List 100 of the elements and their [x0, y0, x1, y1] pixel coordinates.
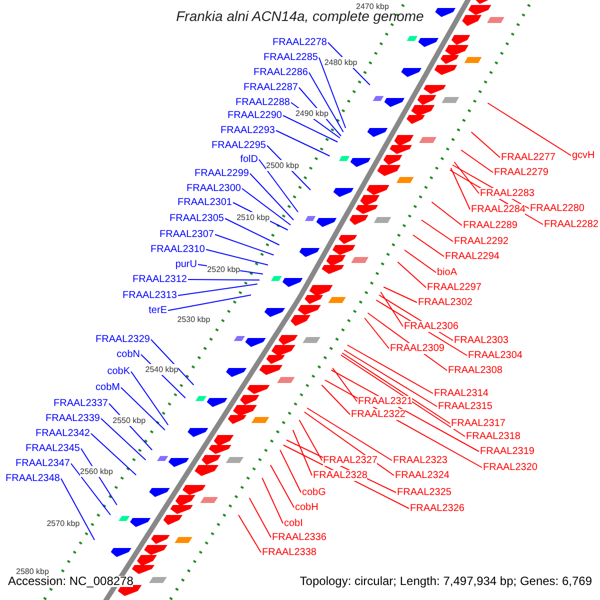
leader-line: [238, 514, 262, 553]
leader-line: [421, 220, 454, 242]
gene-label: FRAAL2324: [395, 470, 450, 481]
leader-line: [206, 249, 268, 266]
leader-line: [282, 115, 338, 142]
gene-label: FRAAL2310: [150, 244, 205, 255]
gene-label: FRAAL2279: [494, 167, 548, 178]
leader-line: [178, 284, 258, 296]
gene-label: FRAAL2305: [170, 213, 224, 224]
gene-label: FRAAL2314: [434, 388, 488, 399]
leader-line: [150, 339, 194, 386]
leader-line: [470, 132, 500, 158]
gene-label: FRAAL2336: [272, 532, 326, 543]
leader-line: [340, 354, 466, 437]
scale-label: 2480 kbp: [324, 57, 358, 68]
gene-label: FRAAL2320: [483, 462, 538, 473]
leader-line: [318, 57, 346, 128]
gene-label: cobI: [284, 518, 303, 529]
gene-label: FRAAL2313: [122, 290, 177, 301]
scale-label: 2540 kbp: [145, 364, 178, 375]
scale-label: 2490 kbp: [295, 108, 328, 119]
gene-label: purU: [175, 259, 197, 270]
scale-label: 2500 kbp: [266, 160, 299, 171]
gene-label: FRAAL2348: [6, 473, 60, 484]
leader-line: [60, 478, 95, 540]
gene-label: FRAAL2277: [501, 152, 556, 163]
scale-label: 2580 kbp: [16, 566, 49, 577]
gene-label: FRAAL2347: [16, 458, 70, 469]
gene-label: cobM: [96, 382, 120, 393]
leader-line: [487, 102, 572, 156]
leader-line: [460, 150, 494, 173]
gene-label: folD: [240, 154, 258, 165]
leader-line: [248, 498, 272, 538]
leader-line: [280, 450, 302, 493]
gene-label: FRAAL2288: [236, 97, 290, 108]
gene-label: cobH: [295, 502, 318, 513]
gene-label: FRAAL2339: [46, 413, 100, 424]
leader-line: [304, 412, 394, 476]
leader-line: [346, 344, 434, 394]
leader-line: [258, 159, 298, 212]
gene-label: bioA: [437, 267, 458, 278]
scale-label: 2470 kbp: [356, 1, 389, 12]
gene-label: FRAAL2337: [54, 398, 108, 409]
gene-label: FRAAL2295: [212, 140, 266, 151]
accession-note: Accession: NC_008278: [8, 576, 134, 587]
leader-line: [404, 250, 436, 273]
scale-label: 2530 kbp: [177, 314, 210, 325]
leader-line: [342, 352, 450, 424]
gene-label: terE: [148, 305, 167, 316]
gene-label: FRAAL2318: [466, 431, 520, 442]
gene-label: FRAAL2319: [480, 446, 534, 457]
gene-label: FRAAL2321: [358, 396, 412, 407]
gene-label: FRAAL2285: [264, 52, 318, 63]
gene-label: FRAAL2312: [132, 274, 187, 285]
gene-label: FRAAL2289: [463, 220, 518, 231]
gene-label: FRAAL2307: [160, 229, 214, 240]
gene-label: FRAAL2306: [404, 321, 458, 332]
gene-label: FRAAL2278: [272, 37, 327, 48]
scale-label: 2510 kbp: [236, 212, 270, 223]
leader-line: [188, 279, 260, 280]
gene-label: FRAAL2302: [418, 297, 472, 308]
leader-line: [332, 368, 358, 402]
leader-line: [276, 130, 330, 156]
leader-line: [100, 418, 146, 460]
map-title: Frankia alni ACN14a, complete genome: [175, 11, 425, 22]
gene-label: FRAAL2294: [445, 251, 500, 262]
gene-label: FRAAL2290: [228, 110, 282, 121]
gene-label: FRAAL2323: [393, 455, 448, 466]
genome-stats-note: Topology: circular; Length: 7,497,934 bp; Genes: 6,769: [300, 576, 592, 587]
leader-line: [397, 262, 426, 288]
leader-line: [168, 294, 252, 311]
gene-label: FRAAL2309: [390, 343, 444, 354]
gene-label: FRAAL2304: [468, 350, 522, 361]
gene-label: FRAAL2327: [323, 455, 378, 466]
gene-label: FRAAL2286: [254, 67, 308, 78]
gene-label: gcvH: [572, 150, 595, 161]
gene-label: FRAAL2345: [26, 443, 80, 454]
gene-label: FRAAL2282: [544, 219, 598, 230]
gene-label: FRAAL2325: [397, 487, 452, 498]
gene-label: FRAAL2317: [451, 418, 506, 429]
leader-line: [364, 318, 390, 349]
leader-line: [120, 387, 166, 430]
leader-line: [412, 234, 444, 257]
scale-label: 2550 kbp: [112, 415, 146, 426]
leader-line: [224, 218, 280, 246]
gene-label: FRAAL2301: [178, 197, 232, 208]
gene-label: FRAAL2342: [36, 428, 90, 439]
leader-line: [344, 350, 438, 407]
gene-label: FRAAL2284: [471, 204, 526, 215]
gene-label: FRAAL2293: [220, 125, 275, 136]
gene-label: FRAAL2280: [530, 203, 584, 214]
leader-line: [330, 370, 480, 452]
scale-label: 2570 kbp: [46, 518, 80, 529]
leader-line: [292, 430, 312, 476]
gene-label: FRAAL2328: [313, 470, 368, 481]
leader-line: [130, 371, 169, 426]
leader-line: [214, 234, 274, 256]
gene-label: FRAAL2322: [351, 409, 406, 420]
gene-label: FRAAL2287: [244, 82, 298, 93]
leader-line: [306, 408, 392, 461]
